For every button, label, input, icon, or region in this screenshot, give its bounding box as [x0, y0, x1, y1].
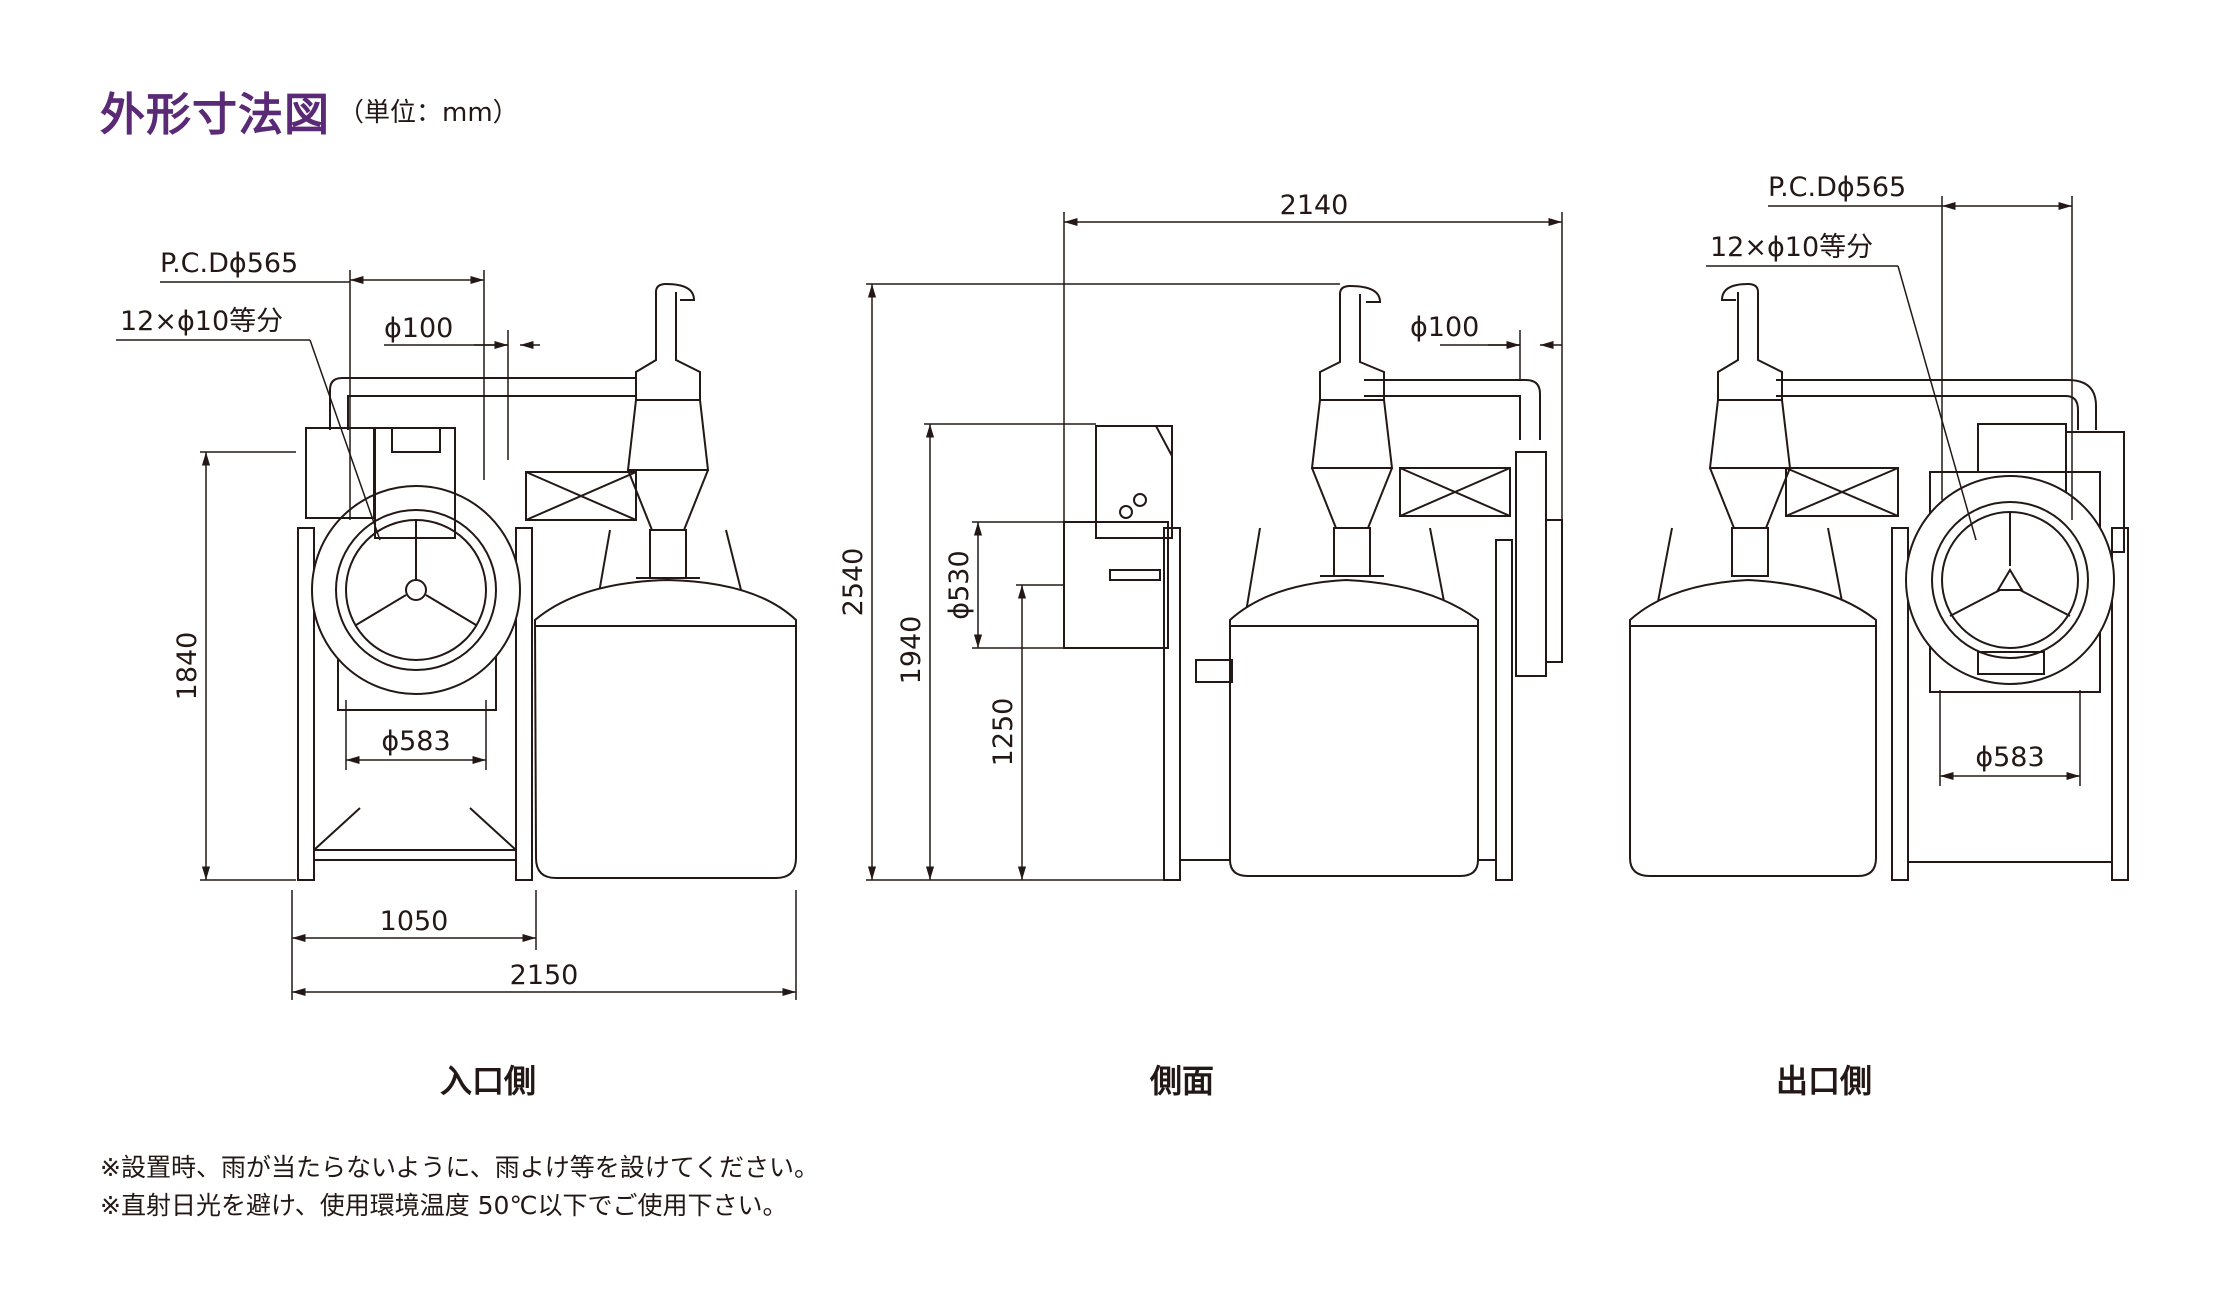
front-frame-width-label: 1050 — [380, 906, 449, 937]
rear-view — [1629, 282, 2129, 881]
side-view-label: 側面 — [1150, 1062, 1215, 1100]
side-inlet-top-label: 1940 — [896, 616, 927, 685]
note-rain: ※設置時、雨が当たらないように、雨よけ等を設けてください。 — [100, 1153, 819, 1182]
rear-pcd-label: P.C.Dϕ565 — [1768, 172, 1906, 203]
front-holes-label: 12×ϕ10等分 — [120, 306, 283, 337]
note-sunlight: ※直射日光を避け、使用環境温度 50℃以下でご使用下さい。 — [100, 1191, 788, 1220]
side-total-height-label: 2540 — [838, 548, 869, 617]
front-pcd-label: P.C.Dϕ565 — [160, 248, 298, 279]
rear-view-label: 出口側 — [1776, 1062, 1873, 1100]
side-view — [1063, 284, 1563, 881]
side-length-label: 2140 — [1280, 190, 1349, 221]
unit-label: （単位：mm） — [338, 98, 519, 128]
front-pipe-label: ϕ100 — [384, 313, 453, 344]
side-pipe-label: ϕ100 — [1410, 312, 1479, 343]
rear-holes-label: 12×ϕ10等分 — [1710, 232, 1873, 263]
side-inlet-dia-label: ϕ530 — [944, 550, 975, 619]
front-view — [297, 282, 797, 881]
front-total-width-label: 2150 — [510, 960, 579, 991]
page-title: 外形寸法図 — [100, 88, 331, 141]
front-fan-label: ϕ583 — [381, 726, 450, 757]
front-view-label: 入口側 — [440, 1062, 537, 1100]
rear-fan-label: ϕ583 — [1975, 742, 2044, 773]
front-height-label: 1840 — [172, 632, 203, 701]
side-inlet-center-label: 1250 — [988, 698, 1019, 767]
